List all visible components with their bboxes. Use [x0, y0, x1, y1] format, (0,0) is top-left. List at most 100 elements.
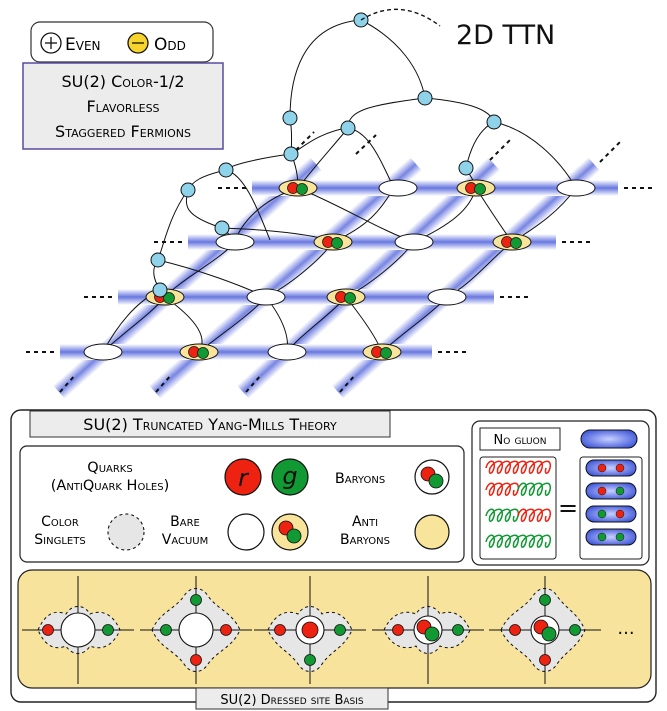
horizontal-link [60, 344, 432, 360]
diag-dash-top [599, 141, 621, 163]
baryon-site [179, 343, 219, 361]
vacuum-site [378, 179, 418, 197]
red-symbol: r [238, 464, 250, 492]
lattice-links [53, 157, 618, 399]
red-red-coil [485, 460, 552, 474]
tree-node [214, 220, 230, 236]
tree-node [180, 182, 196, 198]
vacuum-baryon-icon [271, 513, 309, 551]
tree-node [150, 252, 166, 268]
tree-node [458, 160, 474, 176]
dressed-caption: SU(2) Dressed site Basis [220, 693, 364, 708]
link-state-icons [585, 459, 637, 546]
model-box: SU(2) Color-1/2 Flavorless Staggered Fer… [22, 62, 224, 150]
red-quark-icon: r [224, 458, 262, 496]
color-singlet-icon [107, 513, 145, 551]
tree-edge [225, 153, 292, 171]
even-plus-icon [40, 32, 62, 54]
antiquark-holes-label: (AntiQuark Holes) [51, 478, 169, 494]
parity-legend: Even Odd [30, 21, 214, 63]
equals-sign: = [558, 494, 578, 522]
tree-node [486, 114, 502, 130]
root-link [360, 8, 441, 27]
baryon-site [362, 343, 402, 361]
horizontal-link [252, 180, 618, 196]
lattice-sites [83, 179, 596, 361]
tree-edge [290, 127, 349, 155]
tree-nodes [150, 12, 502, 298]
green-red-coil-a [485, 508, 520, 522]
lattice [26, 8, 652, 399]
model-line-1: SU(2) Color-1/2 [61, 72, 184, 91]
horizontal-link [118, 289, 494, 305]
tree-node [283, 146, 299, 162]
tree-node [218, 162, 234, 178]
vacuum-site [556, 179, 596, 197]
odd-minus-icon [127, 32, 149, 54]
antibaryons-label: Baryons [340, 532, 390, 548]
diagonal-link [236, 157, 501, 399]
ttn-title: 2D TTN [456, 20, 555, 51]
vacuum-site [83, 343, 123, 361]
even-label: Even [65, 35, 101, 55]
vacuum-site [246, 288, 286, 306]
no-gluon-box [479, 427, 561, 451]
tree-edge [297, 127, 349, 189]
horizontal-link [188, 234, 556, 250]
dressed-site [489, 576, 601, 684]
model-line-2: Flavorless [86, 97, 159, 116]
empty-link-icon [580, 429, 638, 449]
link-state-pill [585, 528, 637, 546]
odd-label: Odd [154, 35, 186, 55]
red-green-coil-a [485, 482, 520, 496]
color-label: Color [41, 514, 79, 530]
dressed-site [140, 576, 252, 684]
tree-node [340, 120, 356, 136]
bare-label: Bare [170, 514, 200, 530]
dressed-site [254, 576, 366, 684]
dressed-ellipsis: ... [617, 618, 634, 639]
link-state-pill [585, 505, 637, 523]
baryons-label: Baryons [335, 471, 385, 487]
diag-dash-top [489, 139, 511, 161]
green-symbol: g [282, 462, 297, 490]
theory-panel: SU(2) Truncated Yang-Mills Theory Quarks… [10, 409, 657, 710]
tree-node [152, 282, 168, 298]
vacuum-site [267, 343, 307, 361]
red-green-coil-b [517, 482, 552, 496]
tree-edge [360, 19, 426, 99]
baryon-site [278, 179, 318, 197]
tree-edge [157, 189, 189, 261]
tree-node [282, 110, 298, 126]
link-state-pill [585, 459, 637, 477]
dressed-site [22, 576, 134, 684]
baryon-site [456, 179, 496, 197]
vacuum-site [215, 233, 255, 251]
green-quark-icon: g [271, 458, 309, 496]
dressed-caption-box [195, 687, 389, 710]
no-gluon-label: No gluon [494, 433, 547, 448]
theory-title: SU(2) Truncated Yang-Mills Theory [83, 415, 337, 434]
singlets-label: Singlets [34, 532, 85, 548]
green-green-coil [485, 534, 552, 548]
quarks-label: Quarks [87, 460, 132, 476]
anti-label: Anti [352, 514, 378, 530]
green-red-coil-b [517, 508, 552, 522]
diagonal-link [332, 157, 600, 399]
gluon-coils [485, 460, 552, 548]
vacuum-site [394, 233, 434, 251]
baryon-icon [414, 459, 450, 495]
bare-vacuum-icon [227, 513, 265, 551]
dressed-site [372, 576, 484, 684]
model-line-3: Staggered Fermions [55, 122, 191, 141]
antibaryon-icon [414, 514, 450, 550]
baryon-site [492, 233, 532, 251]
tree-node [417, 90, 433, 106]
link-state-pill [585, 482, 637, 500]
tree-edge [347, 97, 426, 129]
vacuum-site [427, 288, 467, 306]
tree-edge [424, 97, 495, 123]
tree-edge [493, 121, 577, 189]
dressed-sites [22, 576, 601, 684]
